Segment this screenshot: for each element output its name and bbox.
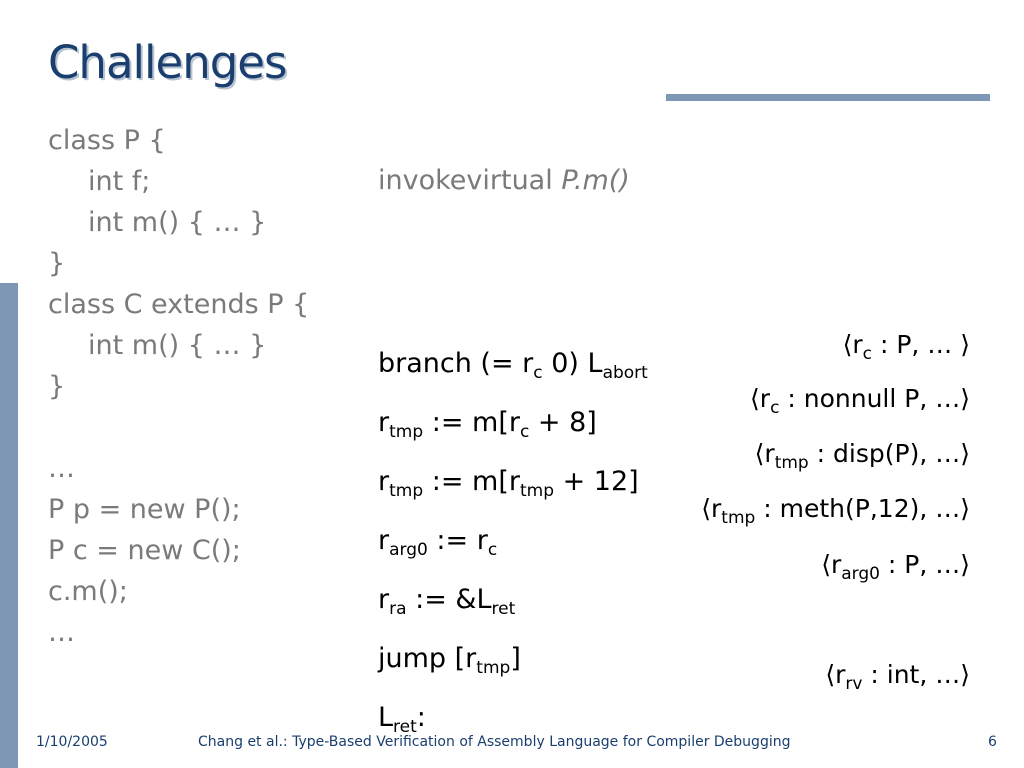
type-annotation: ⟨rc : P, … ⟩ — [842, 330, 970, 364]
type-annotation: ⟨rc : nonnull P, …⟩ — [750, 384, 970, 418]
java-line: P c = new C(); — [48, 535, 241, 566]
java-line: int m() { … } — [88, 330, 267, 361]
type-annotation: ⟨rtmp : meth(P,12), …⟩ — [701, 494, 970, 528]
assembly-block: branch (= rc 0) Labort rtmp := m[rc + 8]… — [378, 344, 648, 757]
footer-citation: Chang et al.: Type-Based Verification of… — [198, 734, 791, 750]
asm-line-ra: rra := &Lret — [378, 584, 516, 619]
java-code-block: class P { int f; int m() { … } } class C… — [48, 120, 309, 653]
java-line: class C extends P { — [48, 289, 310, 320]
left-accent-bar — [0, 283, 18, 768]
java-line: int m() { … } — [88, 207, 267, 238]
type-annotation: ⟨rarg0 : P, …⟩ — [821, 550, 970, 584]
java-line: } — [48, 371, 66, 402]
java-line: … — [48, 453, 75, 484]
java-line: P p = new P(); — [48, 494, 241, 525]
type-annotation: ⟨rrv : int, …⟩ — [825, 660, 970, 694]
page-number: 6 — [988, 734, 997, 750]
java-line: c.m(); — [48, 576, 128, 607]
type-annotation: ⟨rtmp : disp(P), …⟩ — [754, 439, 970, 473]
java-line: class P { — [48, 125, 166, 156]
invoke-keyword: invokevirtual — [378, 165, 562, 196]
java-line: } — [48, 248, 66, 279]
slide-title: Challenges — [48, 36, 287, 89]
java-line: int f; — [88, 166, 151, 197]
asm-line-load-disp: rtmp := m[rc + 8] — [378, 407, 597, 442]
java-line — [48, 407, 309, 448]
invoke-target: P.m() — [561, 165, 630, 196]
asm-line-load-meth: rtmp := m[rtmp + 12] — [378, 466, 639, 501]
bytecode-instruction: invokevirtual P.m() — [378, 160, 630, 201]
asm-line-jump: jump [rtmp] — [378, 643, 521, 678]
asm-line-arg0: rarg0 := rc — [378, 525, 498, 560]
java-line: … — [48, 617, 75, 648]
footer-date: 1/10/2005 — [36, 734, 108, 750]
asm-line-branch: branch (= rc 0) Labort — [378, 348, 648, 383]
title-rule — [666, 94, 990, 101]
asm-line-label-ret: Lret: — [378, 702, 426, 737]
